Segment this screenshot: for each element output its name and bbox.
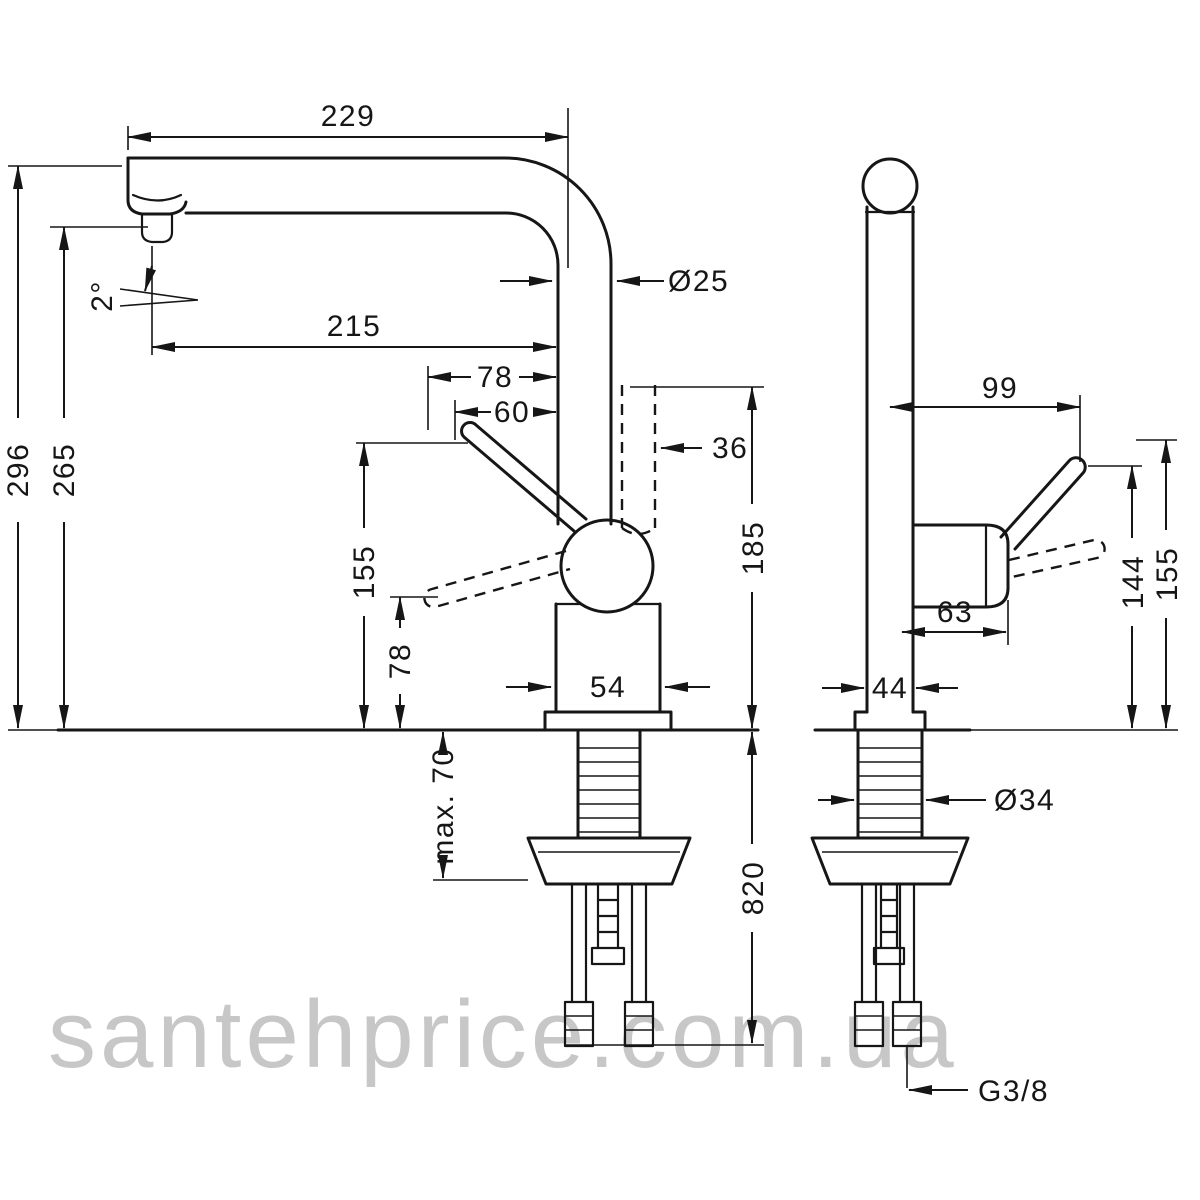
aerator-tip	[140, 212, 174, 244]
hose-connector-right-1	[853, 1000, 885, 1048]
spout-head	[126, 156, 188, 216]
dim-54-label: 54	[590, 671, 626, 704]
hoses-left	[570, 882, 648, 1004]
hoses-right	[860, 882, 916, 1004]
hose-connector-left-1	[563, 1000, 595, 1048]
internal-hose-dashed	[620, 385, 657, 536]
angle-2deg-arrow	[144, 265, 157, 292]
dim-78h-label: 78	[477, 361, 513, 394]
right-view-faucet	[810, 157, 1178, 1048]
dim-g38-label: G3/8	[978, 1075, 1049, 1108]
mounting-nut-left	[590, 946, 626, 966]
left-view-faucet	[8, 156, 760, 1048]
dim-144-label: 144	[1117, 555, 1150, 610]
extension-lines	[8, 108, 1177, 1088]
base-flange-right	[853, 710, 927, 731]
dim-angle2-label: 2°	[86, 280, 119, 312]
dim-max70-label: max. 70	[427, 747, 460, 864]
dim-99-label: 99	[982, 372, 1018, 405]
threaded-stud-left	[596, 882, 620, 950]
dim-78v-label: 78	[384, 643, 417, 679]
dim-dia25-label: Ø25	[668, 265, 729, 298]
dim-60-label: 60	[494, 396, 530, 429]
hose-connector-right-lines	[855, 1015, 921, 1031]
shank-right-threads	[858, 747, 922, 833]
handle-joint-sphere	[559, 518, 655, 614]
dim-820-label: 820	[737, 861, 770, 916]
dim-63-label: 63	[937, 596, 973, 629]
dim-dia34-label: Ø34	[994, 784, 1055, 817]
cartridge-housing	[911, 523, 1010, 609]
handle-dashed-right	[1008, 538, 1106, 579]
shank-left	[576, 728, 642, 840]
pipe-sides-right-view	[865, 205, 915, 714]
pipe-top-cap	[861, 157, 919, 215]
hose-connector-left-lines	[565, 1015, 653, 1031]
spout-head-arc	[131, 193, 183, 202]
spout-inner-edge	[184, 211, 560, 526]
dim-215-label: 215	[327, 310, 382, 343]
dimension-labels: 229 Ø25 215 78 60 36 2° 296 265 155 78 5…	[2, 100, 1184, 1108]
dim-296-label: 296	[2, 443, 35, 498]
dim-229-label: 229	[321, 100, 376, 133]
mounting-nut-right	[872, 946, 906, 966]
shank-right	[856, 728, 924, 840]
dimension-annotations	[8, 108, 1177, 1095]
mounting-flange-right	[810, 836, 970, 886]
angle-2deg-lines	[119, 288, 199, 307]
body-sides	[554, 602, 662, 714]
handle-solid-right	[999, 456, 1087, 551]
handle-lever-dashed	[423, 549, 571, 609]
dim-185-label: 185	[737, 521, 770, 576]
dim-265-label: 265	[48, 443, 81, 498]
dim-36-label: 36	[712, 432, 748, 465]
spout-outer-edge	[126, 156, 613, 526]
shank-left-threads	[578, 747, 640, 833]
threaded-stud-right	[879, 882, 899, 950]
body-base-ring	[543, 710, 673, 731]
dim-155-right-label: 155	[1151, 547, 1184, 602]
hose-connector-left-2	[623, 1000, 655, 1048]
dim-44-label: 44	[872, 672, 908, 705]
mounting-flange-left	[526, 836, 692, 886]
dim-155-left-label: 155	[348, 545, 381, 600]
hose-connector-right-2	[891, 1000, 923, 1048]
handle-lever-solid	[460, 421, 588, 533]
